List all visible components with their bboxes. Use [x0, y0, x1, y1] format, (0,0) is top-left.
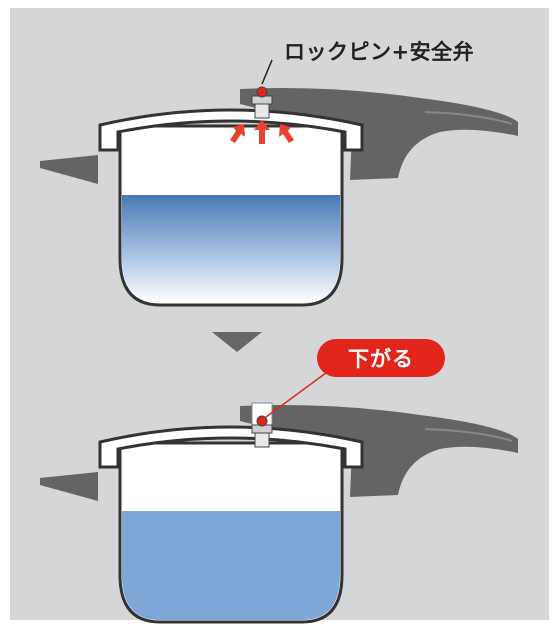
bottom-lid [98, 425, 364, 469]
pressure-arrows [230, 120, 294, 144]
goes-down-badge: 下がる [317, 339, 445, 377]
down-triangle-icon [212, 332, 262, 352]
bottom-right-handle [240, 405, 518, 497]
top-water [122, 195, 340, 303]
bottom-pot [40, 369, 518, 624]
top-pot [40, 59, 518, 307]
top-lock-pin [251, 86, 273, 119]
lock-pin-safety-valve-label: ロックピン+安全弁 [284, 40, 475, 64]
bottom-lock-pin [251, 402, 273, 448]
top-right-handle [240, 88, 518, 180]
bottom-water [122, 511, 340, 620]
bottom-left-handle [40, 472, 98, 501]
top-lid [98, 108, 364, 152]
top-left-handle [40, 155, 98, 184]
